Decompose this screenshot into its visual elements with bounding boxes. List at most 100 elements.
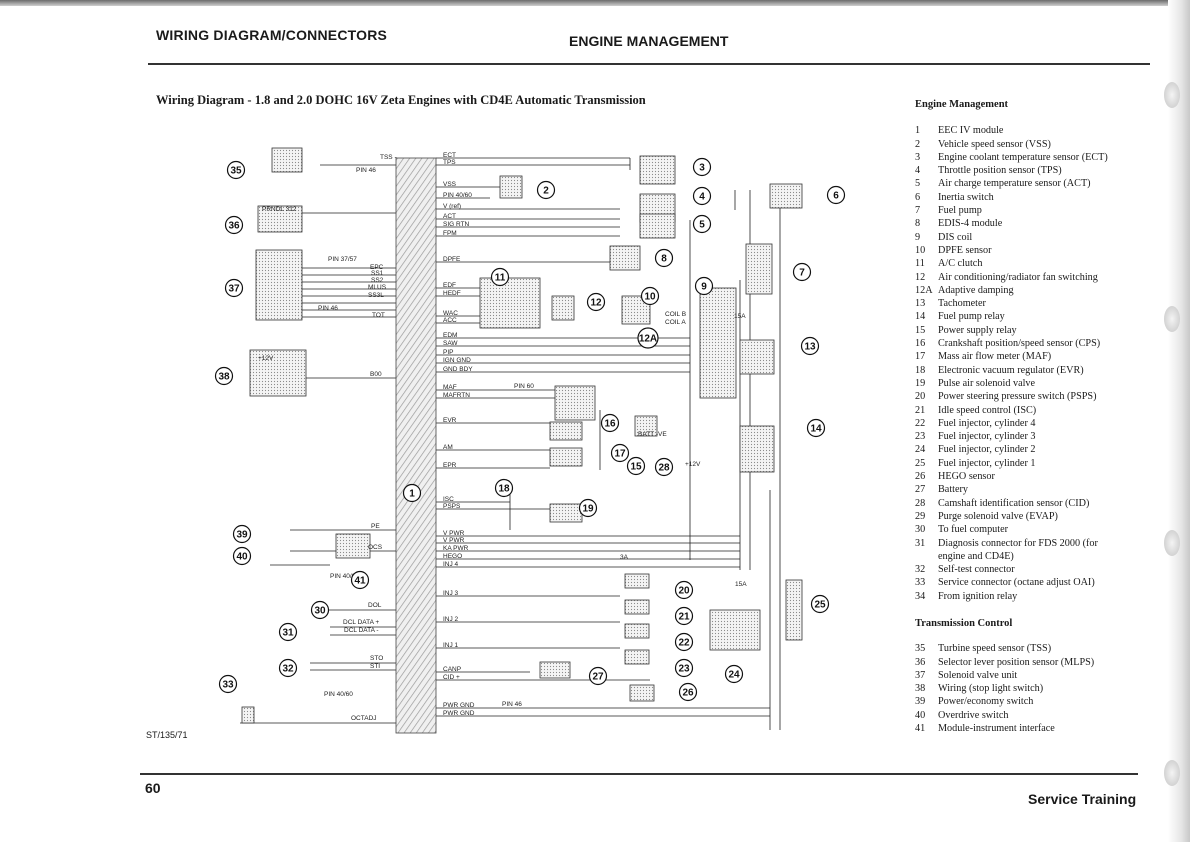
component-label: BATT -VE [638, 431, 667, 438]
callout-8: 8 [654, 248, 674, 268]
callout-2: 2 [536, 180, 556, 200]
module-pin-label: V PWR [443, 537, 465, 544]
component-box [271, 147, 303, 173]
legend-item-number: 1 [915, 125, 921, 137]
callout-circle [224, 278, 244, 298]
binder-hole [1164, 306, 1180, 332]
module-pin-label: EDF [443, 282, 456, 289]
callout-circle [637, 327, 659, 349]
module-left-label: PE [371, 523, 380, 530]
component-box [551, 295, 575, 321]
components [241, 147, 803, 724]
callout-number: 17 [614, 449, 626, 460]
legend-item-text: Service connector (octane adjust OAI) [938, 577, 1095, 589]
component-box [241, 706, 255, 724]
legend-item-number: 17 [915, 351, 926, 363]
binder-hole [1164, 82, 1180, 108]
legend-item-number: 13 [915, 298, 926, 310]
callout-number: 41 [354, 576, 366, 587]
legend-item-text: Engine coolant temperature sensor (ECT) [938, 151, 1108, 163]
legend-item-text: Tachometer [938, 298, 986, 310]
module-pin-label: EDM [443, 332, 457, 339]
module-pin-label: INJ 1 [443, 642, 459, 649]
legend-item-number: 33 [915, 577, 926, 589]
legend-item-number: 16 [915, 338, 926, 350]
component-box [554, 385, 596, 421]
module-pin-label: ACT [443, 213, 456, 220]
component-box [539, 661, 571, 679]
legend-item-number: 9 [915, 231, 921, 243]
component-box [499, 175, 523, 199]
callout-circle [494, 478, 514, 498]
callout-circle [218, 674, 238, 694]
callout-number: 37 [228, 284, 240, 295]
legend-item-text: Idle speed control (ISC) [938, 404, 1037, 416]
callout-number: 20 [678, 586, 690, 597]
footer-rule [140, 773, 1138, 775]
callout-11: 11 [490, 267, 510, 287]
callout-4: 4 [692, 186, 712, 206]
callout-circle [654, 248, 674, 268]
component-box [639, 155, 676, 185]
component-box [479, 277, 541, 329]
engine-legend-item: 33 Service connector (octane adjust OAI) [915, 576, 1120, 589]
callout-number: 21 [678, 612, 690, 623]
header-rule [148, 63, 1150, 65]
callout-35: 35 [226, 160, 246, 180]
legend-item-number: 36 [915, 656, 926, 668]
legend-item-number: 12A [915, 284, 933, 296]
module-left-label: EPC [370, 264, 384, 271]
callout-circle [678, 682, 698, 702]
callout-circle [674, 580, 694, 600]
callout-circle [654, 457, 674, 477]
legend-item-text: Self-test connector [938, 564, 1015, 576]
legend-item-text: Electronic vacuum regulator (EVR) [938, 364, 1084, 376]
module-pin-label: ISC [443, 496, 454, 503]
module-pin-label: HEGO [443, 553, 462, 560]
callout-circle [692, 214, 712, 234]
legend-item-number: 25 [915, 457, 926, 469]
callout-number: 25 [814, 600, 826, 611]
legend-item-text: EDIS-4 module [938, 218, 1003, 230]
legend-item-text: Power supply relay [938, 324, 1017, 336]
legend-item-text: To fuel computer [938, 524, 1009, 536]
callout-10: 10 [640, 286, 660, 306]
callout-40: 40 [232, 546, 252, 566]
callout-circle [800, 336, 820, 356]
callout-circle [224, 215, 244, 235]
legend-item-text: Camshaft identification sensor (CID) [938, 497, 1090, 509]
callout-number: 19 [582, 504, 594, 515]
page-top-edge [0, 0, 1190, 6]
legend-item-text: A/C clutch [938, 258, 983, 270]
legend-item-text: From ignition relay [938, 590, 1018, 602]
module-left-label: MLUS [368, 284, 387, 291]
module-left-label: DCL DATA - [344, 627, 379, 634]
legend-item-text: Vehicle speed sensor (VSS) [938, 138, 1051, 150]
legend-item-number: 35 [915, 643, 926, 655]
component-box [699, 287, 737, 399]
callout-circle [694, 276, 714, 296]
chapter-title: ENGINE MANAGEMENT [569, 33, 729, 49]
module-left-label: STI [370, 663, 380, 670]
callout-21: 21 [674, 606, 694, 626]
callout-number: 22 [678, 638, 690, 649]
legend-item-number: 22 [915, 417, 926, 429]
callout-circle [402, 483, 422, 503]
callout-5: 5 [692, 214, 712, 234]
diagram-title: Wiring Diagram - 1.8 and 2.0 DOHC 16V Ze… [156, 93, 646, 107]
callout-number: 4 [699, 192, 705, 203]
callout-number: 12 [590, 298, 602, 309]
